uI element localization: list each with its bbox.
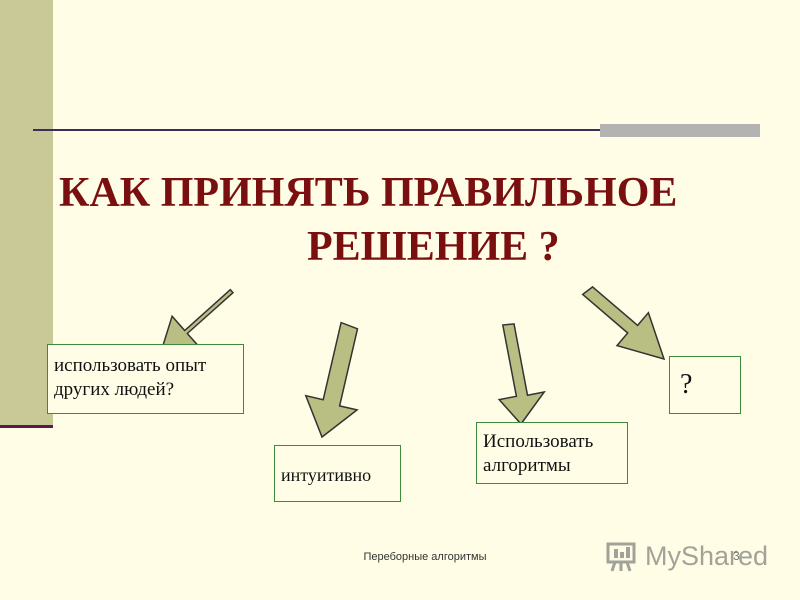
watermark: MyShared: [605, 538, 768, 574]
option-box-intuition: интуитивно: [274, 445, 401, 502]
header-accent-bar: [600, 124, 760, 137]
arrow-down-icon: [497, 323, 546, 426]
arrow-down-right-icon: [581, 285, 666, 361]
option-box-algorithms: Использовать алгоритмы: [476, 422, 628, 484]
slide-title-line1: КАК ПРИНЯТЬ ПРАВИЛЬНОЕ: [59, 170, 678, 216]
option-label: интуитивно: [281, 465, 372, 485]
sidebar-decoration: [0, 0, 53, 425]
watermark-logo-icon: [606, 542, 636, 572]
watermark-text: MyShared: [645, 540, 769, 571]
option-label: ?: [680, 369, 693, 400]
arrow-down-icon: [304, 321, 359, 439]
header-rule: [33, 129, 760, 131]
footer-text: Переборные алгоритмы: [363, 551, 487, 563]
arrow-down-left-icon: [158, 288, 235, 356]
slide-title: КАК ПРИНЯТЬ ПРАВИЛЬНОЕ РЕШЕНИЕ ?: [40, 166, 760, 274]
option-label: использовать опыт других людей?: [54, 355, 207, 400]
option-label: Использовать алгоритмы: [483, 431, 594, 476]
sidebar-underline: [0, 425, 53, 428]
option-box-unknown: ?: [669, 356, 741, 414]
option-box-experience: использовать опыт других людей?: [47, 344, 244, 414]
slide-title-line2: РЕШЕНИЕ ?: [307, 224, 560, 270]
page-number: 3: [733, 549, 740, 563]
